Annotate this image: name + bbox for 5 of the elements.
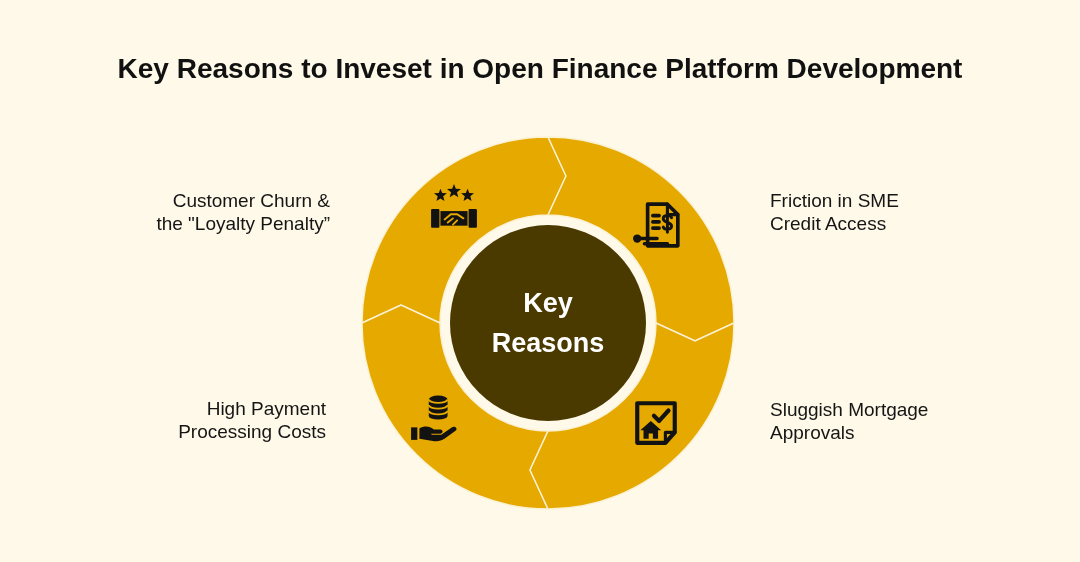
reason-label: Customer Churn & the "Loyalty Penalty” (155, 189, 330, 235)
reason-label: High Payment Processing Costs (177, 397, 326, 443)
reason-label: Sluggish Mortgage Approvals (770, 398, 930, 444)
reason-label: Friction in SME Credit Access (770, 189, 900, 235)
title: Key Reasons to Inveset in Open Finance Platform Development (117, 52, 963, 86)
